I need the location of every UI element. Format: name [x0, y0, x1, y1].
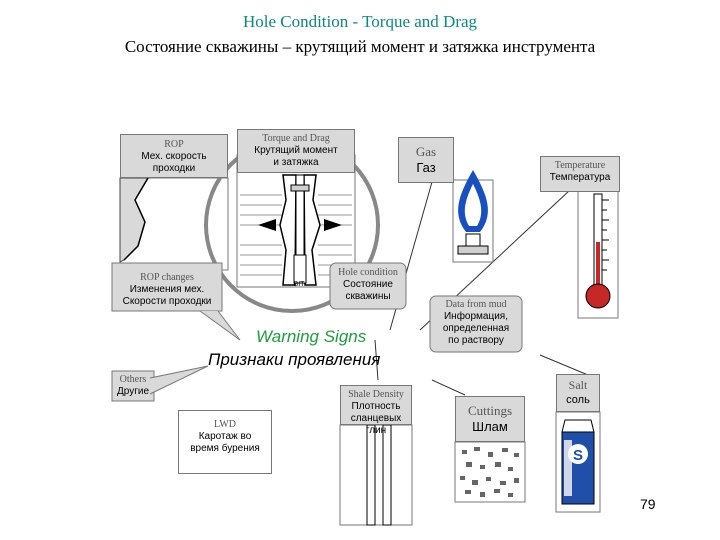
cuttings-label-ru: Шлам [472, 419, 508, 434]
rop-box: ROP Мех. скорость проходки [120, 134, 228, 178]
warning-signs-ru: Признаки проявления [208, 350, 381, 369]
gas-label-ru: Газ [416, 160, 436, 175]
gas-burner [452, 170, 494, 263]
hole-condition-callout: Hole condition Состояние скважины [330, 267, 406, 303]
temperature-label-ru: Температура [549, 172, 611, 183]
hole-condition-label-ru-1: Состояние [343, 279, 393, 290]
hole-condition-label-en: Hole condition [338, 267, 398, 278]
gas-label-en: Gas [415, 144, 437, 159]
shale-density-panel [339, 424, 413, 526]
rop-label-en: ROP [164, 139, 184, 150]
page-number: 79 [640, 496, 656, 512]
torque-label-ru-1: Крутящий момент [254, 145, 338, 156]
temperature-box: Temperature Температура [540, 156, 620, 192]
torque-label-ru-2: и затяжка [273, 157, 319, 168]
bit-label: BIT [294, 281, 306, 288]
mud-data-label-ru-2: определенная [442, 323, 510, 334]
shale-density-box: Shale Density Плотность сланцевых глин [340, 385, 412, 436]
torque-label-en: Torque and Drag [262, 133, 330, 144]
rop-changes-label-ru-1: Изменения мех. [129, 284, 205, 295]
mud-data-callout: Data from mud Информация, определенная п… [430, 299, 522, 347]
shale-density-label-ru-2: сланцевых глин [350, 413, 402, 436]
mud-data-label-ru-3: по раствору [448, 335, 504, 346]
rop-changes-label-en: ROP changes [140, 272, 194, 283]
thermometer [577, 187, 619, 319]
temperature-label-en: Temperature [554, 160, 606, 171]
salt-can-label: S [573, 447, 583, 464]
salt-can [555, 411, 601, 513]
warning-signs-en: Warning Signs [256, 327, 367, 346]
others-callout: Others Другие [112, 374, 154, 398]
others-label-ru: Другие [116, 386, 150, 397]
torque-drag-box: Torque and Drag Крутящий момент и затяжк… [237, 129, 355, 173]
callout-bubbles [111, 262, 523, 402]
rop-label-ru-2: проходки [152, 163, 196, 174]
cuttings-label-en: Cuttings [467, 403, 513, 418]
rop-changes-label-ru-2: Скорости проходки [122, 296, 212, 307]
lwd-label-ru-2: время бурения [190, 443, 260, 454]
mud-data-label-en: Data from mud [445, 299, 507, 310]
rop-label-ru-1: Мех. скорость [141, 151, 207, 162]
gas-box: Gas Газ [398, 137, 454, 183]
salt-box: Salt соль [556, 374, 600, 412]
rop-changes-callout: ROP changes Изменения мех. Скорости прох… [112, 272, 222, 308]
title-russian: Состояние скважины – крутящий момент и з… [124, 37, 596, 56]
cuttings-panel [454, 441, 526, 503]
salt-label-ru: соль [566, 394, 590, 406]
cuttings-box: Cuttings Шлам [455, 396, 525, 442]
lwd-label-ru-1: Каротаж во [198, 431, 252, 442]
lwd-box: LWD Каротаж во время бурения [178, 410, 272, 474]
mud-data-label-ru-1: Информация, [443, 311, 508, 322]
others-label-en: Others [119, 374, 147, 385]
shale-density-label-ru-1: Плотность [351, 401, 401, 412]
hole-condition-label-ru-2: скважины [345, 291, 391, 302]
lwd-label-en: LWD [213, 419, 237, 430]
shale-density-label-en: Shale Density [348, 389, 404, 400]
wellbore-panel [236, 154, 356, 288]
salt-label-en: Salt [568, 378, 588, 392]
title-english: Hole Condition - Torque and Drag [242, 12, 478, 31]
